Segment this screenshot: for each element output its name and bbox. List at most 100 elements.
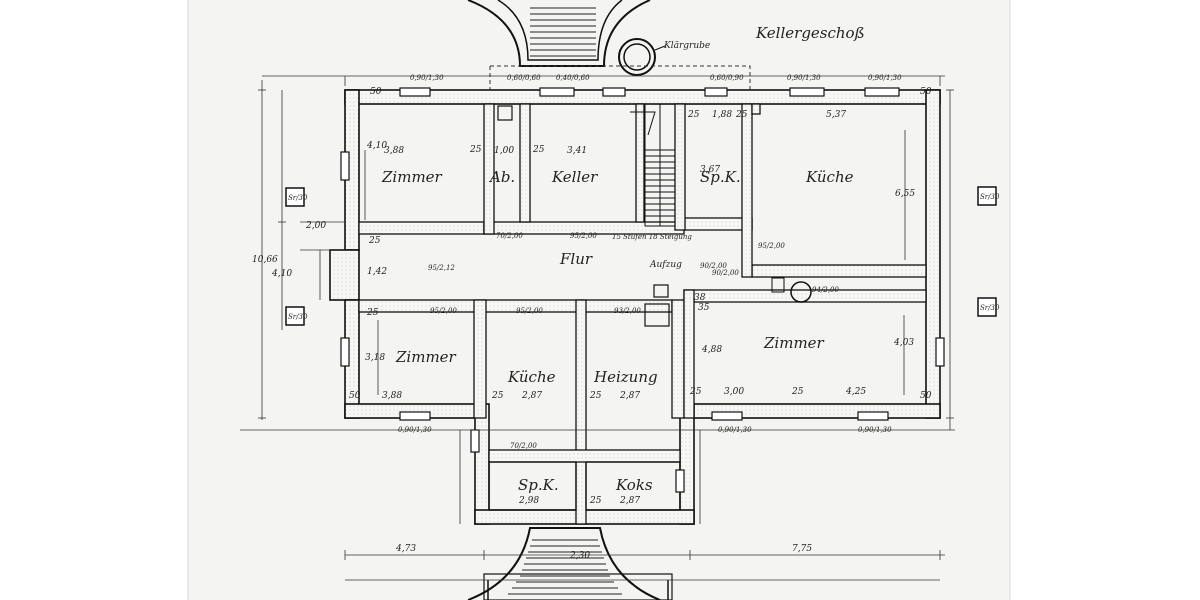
vent-label-right-bottom: Sr/30 [980, 304, 1000, 312]
stairs-note: 15 Stufen 18 Steigung [612, 233, 692, 241]
dim-wall-50-b: 50 [920, 87, 932, 97]
opening-door-ab: 70/2,00 [496, 232, 523, 240]
dim-wall-25-f: 25 [589, 391, 602, 401]
vent-label-right-top: Sr/30 [980, 193, 1000, 201]
room-label-kueche-ne: Küche [805, 168, 854, 186]
dim-bottom-mid: 2,30 [569, 551, 590, 561]
dimension-lines [240, 75, 955, 581]
opening-door-flur-w: 95/2,12 [428, 264, 455, 272]
room-label-abort: Ab. [488, 168, 515, 186]
lift-shaft [653, 284, 669, 298]
dim-wall-25-c: 25 [687, 110, 700, 120]
heater-box [644, 303, 670, 327]
dim-h-zimmer-sw: 3,18 [365, 353, 385, 363]
dim-wall-25-e: 25 [491, 391, 504, 401]
room-label-heizung: Heizung [593, 368, 658, 386]
vent-left-bottom [285, 306, 305, 326]
room-label-keller: Keller [551, 168, 598, 186]
opening-win-60-60: 0,60/0,60 [507, 74, 541, 82]
dim-wall-25-j: 25 [368, 236, 381, 246]
dim-h-kueche-ne: 6,55 [895, 189, 915, 199]
cesspit-label: Klärgrube [663, 41, 710, 51]
room-label-flur: Flur [559, 250, 593, 268]
dim-h-flur: 1,42 [367, 267, 387, 277]
opening-win-nw: 0,90/1,30 [410, 74, 444, 82]
opening-door-annex: 70/2,00 [510, 442, 537, 450]
opening-win-se-a: 0,90/1,30 [718, 426, 752, 434]
vent-label-left-top: Sr/30 [288, 194, 308, 202]
flue-circle [790, 281, 812, 303]
dim-wall-25-h: 25 [791, 387, 804, 397]
dim-h-zimmer-nw: 4,10 [366, 141, 387, 151]
dim-wall-25-d: 25 [735, 110, 748, 120]
opening-door-flur-e: 90/2,00 [712, 269, 739, 277]
opening-door-zimmer-sw: 95/2,00 [430, 307, 457, 315]
windows [340, 87, 945, 493]
dim-w-kueche-s: 2,87 [521, 391, 542, 401]
dim-w-ab: 1,00 [494, 146, 514, 156]
room-label-koks: Koks [615, 476, 653, 494]
dim-wall-35: 35 [698, 303, 710, 313]
opening-door-heizung: 93/2,00 [614, 307, 641, 315]
dim-w-zimmer-se-a: 3,00 [724, 387, 744, 397]
dim-w-heizung: 2,87 [619, 391, 640, 401]
dim-w-kueche-ne: 5,37 [826, 110, 846, 120]
opening-door-spk: 90/2,00 [700, 262, 727, 270]
dim-h-zimmer-se-b: 4,88 [701, 345, 722, 355]
opening-door-kueche-ne: 95/2,00 [758, 242, 785, 250]
dim-wall-50-a: 50 [370, 87, 382, 97]
bottom-entrance-stair [467, 527, 673, 600]
dim-total-height: 10,66 [252, 255, 278, 265]
room-label-kueche-s: Küche [507, 368, 556, 386]
dim-bottom-right: 7,75 [792, 544, 812, 554]
dim-left-offset: 2,00 [305, 221, 326, 231]
dim-w-koks: 2,87 [619, 496, 640, 506]
room-label-zimmer-sw: Zimmer [395, 348, 457, 366]
cesspit [618, 38, 666, 76]
dim-w-keller: 3,41 [567, 146, 587, 156]
chimney-box [497, 105, 513, 121]
dim-w-spk-s: 2,98 [518, 496, 539, 506]
dim-wall-25-b: 25 [532, 145, 545, 155]
opening-door-zimmer-se: 94/2,00 [812, 286, 839, 294]
room-label-speis-ne: Sp.K. [700, 168, 741, 186]
room-label-aufzug: Aufzug [649, 260, 682, 270]
pantry-south-outline [488, 461, 577, 511]
vent-right-top [977, 186, 997, 206]
vent-left-top [285, 187, 305, 207]
dim-wall-50-d: 50 [920, 391, 932, 401]
flue-box [771, 277, 785, 293]
dim-wall-25-g: 25 [689, 387, 702, 397]
room-label-speis-s: Sp.K. [518, 476, 559, 494]
drawing-title: Kellergeschoß [755, 24, 865, 42]
room-label-zimmer-se: Zimmer [763, 334, 825, 352]
dim-h-zimmer-se: 4,03 [893, 338, 914, 348]
opening-door-kueche-s: 95/2,00 [516, 307, 543, 315]
interior-stair [630, 103, 676, 227]
dim-wall-25-k: 25 [366, 308, 379, 318]
opening-win-se-b: 0,90/1,30 [858, 426, 892, 434]
dim-bottom-left: 4,73 [395, 544, 416, 554]
vent-right-bottom [977, 297, 997, 317]
opening-win-sw: 0,90/1,30 [398, 426, 432, 434]
interior-walls [358, 103, 927, 525]
dim-wall-25-i: 25 [589, 496, 602, 506]
dim-wall-50-c: 50 [349, 391, 361, 401]
opening-win-40-60: 0,40/0,60 [556, 74, 590, 82]
dim-wall-25-a: 25 [469, 145, 482, 155]
vent-label-left-bottom: Sr/30 [288, 313, 308, 321]
dim-w-zimmer-se-b: 4,25 [845, 387, 866, 397]
opening-win-60-90: 0,60/0,90 [710, 74, 744, 82]
dim-h-spk-ne: 3,67 [700, 165, 720, 175]
opening-win-ne-b: 0,90/1,30 [868, 74, 902, 82]
opening-win-ne-a: 0,90/1,30 [787, 74, 821, 82]
top-entrance-stair [467, 0, 651, 67]
dim-inner-height: 4,10 [271, 269, 292, 279]
dim-w-spk-ne: 1,88 [712, 110, 732, 120]
dim-w-zimmer-sw: 3,88 [382, 391, 402, 401]
opening-door-keller: 95/2,00 [570, 232, 597, 240]
room-label-zimmer-nw: Zimmer [381, 168, 443, 186]
dim-w-zimmer-nw: 3,88 [384, 146, 404, 156]
